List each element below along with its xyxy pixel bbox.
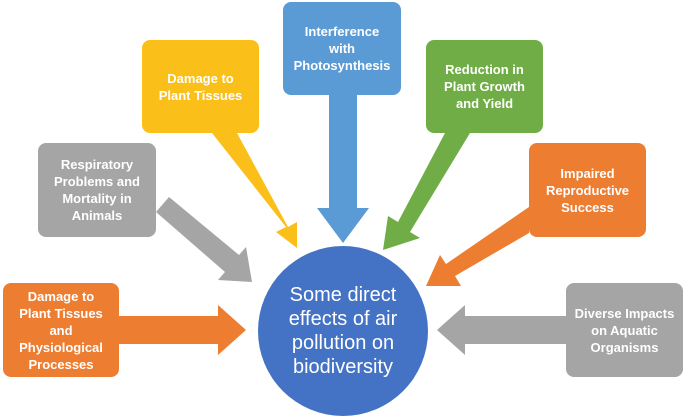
box-interference-photosynthesis: Interference with Photosynthesis — [283, 2, 401, 95]
center-circle-label: Some direct effects of air pollution on … — [288, 284, 398, 378]
box-damage-tissues-physiological: Damage to Plant Tissues and Physiologica… — [3, 283, 119, 377]
arrow-from-damage-tissues-physiological — [119, 305, 246, 355]
box-damage-plant-tissues: Damage to Plant Tissues — [142, 40, 259, 133]
arrow-from-interference-photosynthesis — [317, 95, 369, 243]
box-interference-photosynthesis-label: Interference with Photosynthesis — [293, 24, 391, 73]
box-respiratory-mortality-animals-label: Respiratory Problems and Mortality in An… — [54, 157, 140, 223]
arrow-from-reduction-growth-yield — [383, 133, 470, 250]
box-impaired-reproductive-success: Impaired Reproductive Success — [529, 143, 646, 237]
box-reduction-growth-yield-label: Reduction in Plant Growth and Yield — [444, 62, 525, 111]
box-reduction-growth-yield: Reduction in Plant Growth and Yield — [426, 40, 543, 133]
arrow-from-damage-plant-tissues — [212, 133, 297, 248]
box-aquatic-organisms-label: Diverse Impacts on Aquatic Organisms — [574, 305, 675, 355]
box-damage-tissues-physiological-label: Damage to Plant Tissues and Physiologica… — [19, 288, 103, 372]
arrow-from-impaired-reproductive-success — [426, 207, 529, 286]
box-impaired-reproductive-success-label: Impaired Reproductive Success — [545, 165, 630, 215]
arrow-from-respiratory-mortality-animals — [156, 197, 252, 282]
box-aquatic-organisms: Diverse Impacts on Aquatic Organisms — [566, 283, 683, 377]
box-damage-plant-tissues-label: Damage to Plant Tissues — [158, 70, 243, 103]
box-respiratory-mortality-animals: Respiratory Problems and Mortality in An… — [38, 143, 156, 237]
arrow-from-aquatic-organisms — [437, 305, 566, 355]
center-circle: Some direct effects of air pollution on … — [258, 246, 428, 416]
